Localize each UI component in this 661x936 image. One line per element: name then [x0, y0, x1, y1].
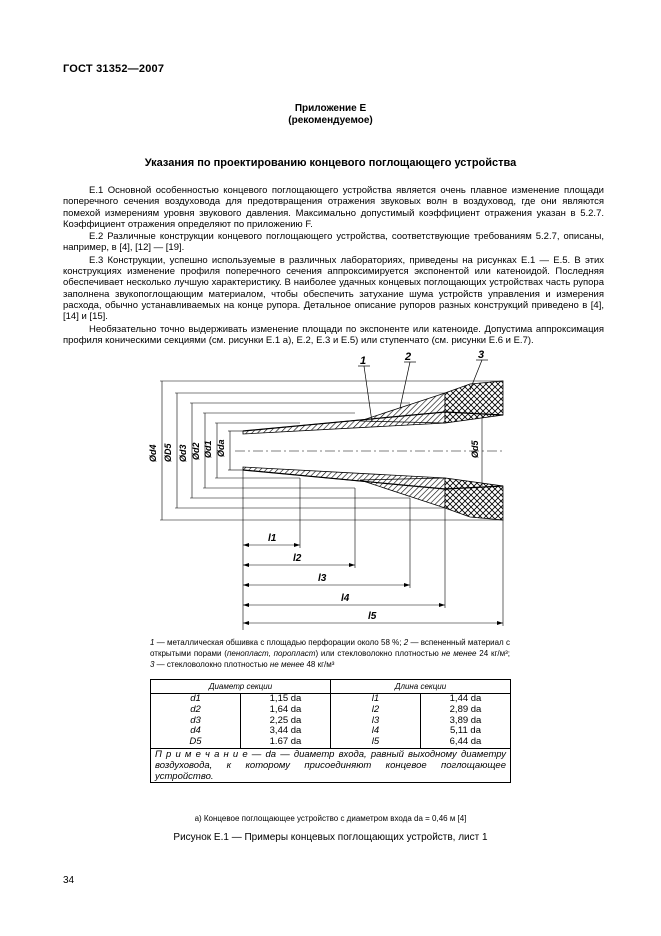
label-l1: l1 — [268, 533, 277, 544]
upper-fibre-block — [444, 380, 504, 424]
callout-2: 2 — [404, 351, 411, 363]
section-dimensions-table: Диаметр секции Длина секции d1 d2 d3 d4 … — [150, 679, 511, 783]
paragraph-e1: Е.1 Основной особенностью концевого погл… — [63, 185, 604, 230]
appendix-subtitle: (рекомендуемое) — [288, 115, 373, 126]
label-d3: Ød3 — [178, 444, 188, 462]
label-d1: Ød1 — [203, 440, 213, 458]
sub-caption: а) Концевое поглощающее устройство с диа… — [194, 814, 467, 823]
body-text: Е.1 Основной особенностью концевого погл… — [63, 185, 604, 347]
figure-title: Рисунок Е.1 — Примеры концевых поглощающ… — [173, 832, 488, 843]
label-l2: l2 — [293, 553, 302, 564]
paragraph-e3: Е.3 Конструкции, успешно используемые в … — [63, 254, 604, 323]
label-l4: l4 — [341, 593, 350, 604]
lower-fibre-block — [444, 477, 504, 521]
label-da: Øda — [216, 439, 226, 457]
callout-3: 3 — [478, 349, 484, 361]
label-d5: Ød5 — [470, 440, 480, 458]
paragraph-approximation: Необязательно точно выдерживать изменени… — [63, 323, 604, 346]
length-values: 1,44 da 2,89 da 3,89 da 5,11 da 6,44 da — [420, 693, 511, 749]
length-symbols: l1 l2 l3 l4 l5 — [330, 693, 421, 749]
terminal-device-drawing: Ød4 ØD5 Ød3 Ød2 Ød1 Øda Ød5 l1 l2 l3 l4 … — [148, 349, 505, 630]
label-D5: ØD5 — [163, 443, 173, 463]
standard-header: ГОСТ 31352—2007 — [63, 63, 165, 75]
header-length: Длина секции — [330, 679, 511, 694]
page-number: 34 — [63, 875, 75, 886]
callout-1: 1 — [360, 355, 366, 367]
appendix-title: Приложение Е — [294, 103, 367, 114]
appendix-heading: Указания по проектированию концевого пог… — [144, 157, 517, 169]
label-l5: l5 — [368, 611, 377, 622]
paragraph-e2: Е.2 Различные конструкции концевого погл… — [63, 231, 604, 254]
table-note: П р и м е ч а н и е — da — диаметр входа… — [150, 747, 511, 783]
header-diameter: Диаметр секции — [150, 679, 331, 694]
diameter-symbols: d1 d2 d3 d4 D5 — [150, 693, 241, 749]
label-d2: Ød2 — [191, 442, 201, 460]
diameter-values: 1,15 da 1,64 da 2,25 da 3,44 da 1.67 da — [240, 693, 331, 749]
figure-legend: 1 — металлическая обшивка с площадью пер… — [150, 638, 510, 669]
label-d4: Ød4 — [148, 444, 158, 462]
label-l3: l3 — [318, 573, 327, 584]
